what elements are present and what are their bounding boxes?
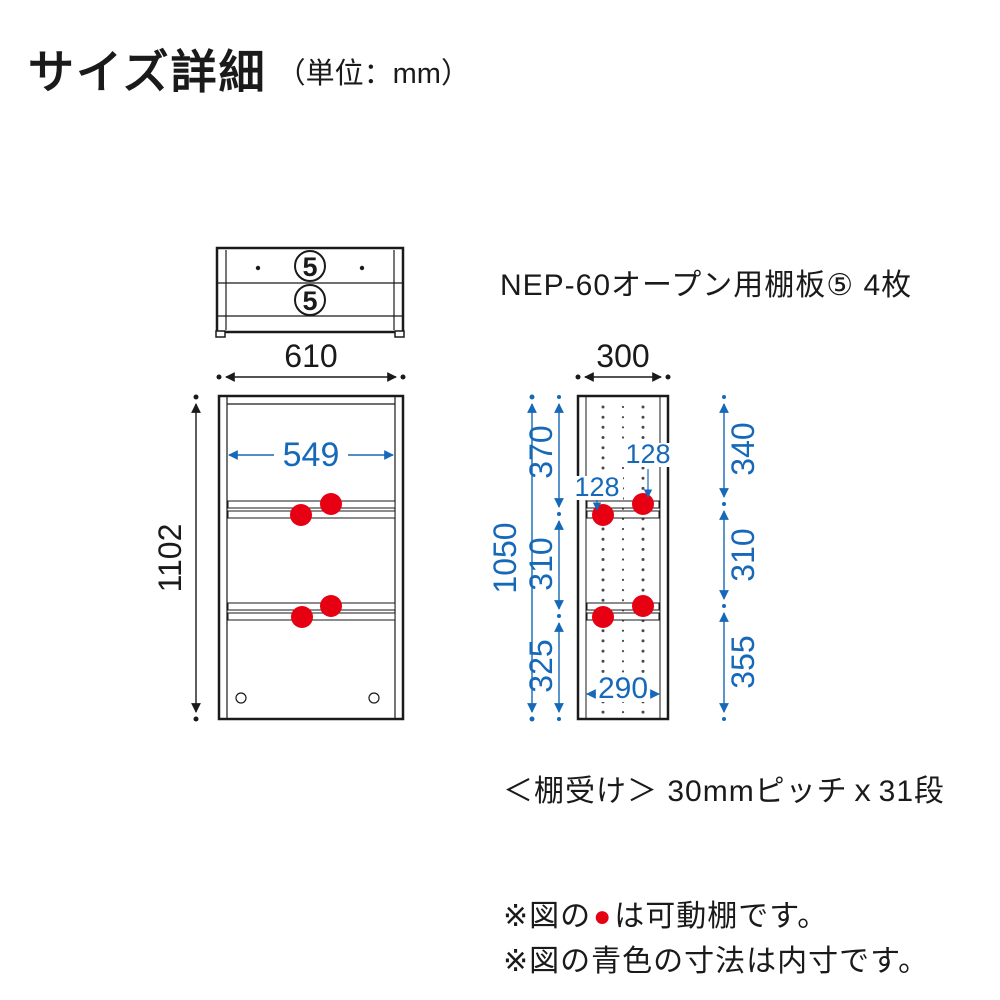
dim-end-dot bbox=[722, 604, 726, 608]
dim-outer-width-side: 300 bbox=[596, 338, 649, 374]
shelf-number-2: 5 bbox=[302, 286, 317, 316]
page-title-text: サイズ詳細 bbox=[28, 46, 267, 98]
dim-gap-left: 128 bbox=[574, 472, 619, 502]
dim-end-dot bbox=[557, 395, 561, 399]
label-underlay bbox=[571, 476, 623, 500]
note-movable-shelf: ※図の●は可動棚です。 bbox=[503, 891, 828, 935]
dim-end-dot bbox=[722, 717, 726, 721]
side-dimensions: 300 1050 370 310 325 340 310 355 bbox=[487, 338, 761, 722]
front-view-frame bbox=[217, 394, 405, 721]
dim-end-dot bbox=[529, 394, 535, 400]
note1-suffix: は可動棚です。 bbox=[614, 900, 829, 933]
movable-shelf-dot bbox=[632, 493, 654, 515]
movable-shelf-dot bbox=[592, 606, 614, 628]
movable-shelf-dot bbox=[632, 595, 654, 617]
front-view: 549 bbox=[217, 394, 405, 721]
label-underlay bbox=[622, 443, 674, 467]
movable-shelf-dot bbox=[290, 504, 312, 526]
movable-shelf-board bbox=[586, 602, 660, 611]
dim-end-dot bbox=[575, 374, 581, 380]
movable-shelf-dot bbox=[320, 493, 342, 515]
red-dot-glyph: ● bbox=[593, 900, 613, 933]
dim-end-dot bbox=[722, 502, 726, 506]
dim-end-dot bbox=[665, 374, 671, 380]
dim-left-bottom: 325 bbox=[523, 639, 559, 692]
dim-end-dot bbox=[557, 614, 561, 618]
dim-outer-height-front: 1102 bbox=[152, 524, 188, 593]
dim-left-top: 370 bbox=[523, 425, 559, 478]
adjuster-foot-circle bbox=[235, 692, 247, 704]
page-title: サイズ詳細 （単位：mm） bbox=[28, 36, 470, 102]
movable-shelf-dot bbox=[320, 595, 342, 617]
movable-shelf-dot bbox=[291, 606, 313, 628]
note-blue-dimensions: ※図の青色の寸法は内寸です。 bbox=[503, 945, 930, 978]
movable-shelf-board bbox=[586, 510, 660, 519]
dim-end-dot bbox=[557, 512, 561, 516]
dim-left-mid: 310 bbox=[523, 537, 559, 590]
dim-end-dot bbox=[193, 394, 199, 400]
movable-shelf-board bbox=[227, 500, 396, 509]
front-dimensions: 610 1102 bbox=[152, 338, 406, 722]
dim-end-dot bbox=[722, 395, 726, 399]
unit-label: （単位：mm） bbox=[276, 58, 470, 90]
pin-mark bbox=[359, 265, 365, 271]
dim-right-bottom: 355 bbox=[725, 635, 761, 688]
product-label: NEP-60オープン用棚板⑤ 4枚 bbox=[500, 269, 913, 302]
movable-shelf-board bbox=[586, 500, 660, 509]
movable-shelf-board bbox=[227, 602, 396, 611]
pin-mark bbox=[255, 265, 261, 271]
dim-outer-width-front: 610 bbox=[284, 338, 337, 374]
dim-end-dot bbox=[400, 374, 406, 380]
dim-right-top: 340 bbox=[725, 422, 761, 475]
dim-inner-height-side: 1050 bbox=[487, 522, 523, 593]
label-underlay bbox=[597, 678, 649, 702]
top-view: 5 5 bbox=[215, 246, 405, 338]
adjuster-foot-circle bbox=[368, 692, 380, 704]
dim-end-dot bbox=[193, 716, 199, 722]
top-view-left-foot bbox=[215, 330, 226, 338]
dim-right-mid: 310 bbox=[725, 528, 761, 581]
note1-prefix: ※図の bbox=[503, 900, 592, 933]
dim-end-dot bbox=[216, 374, 222, 380]
movable-shelf-board bbox=[586, 612, 660, 621]
shelf-number-badge bbox=[294, 284, 326, 316]
dim-gap-right: 128 bbox=[625, 439, 670, 469]
dim-end-dot bbox=[529, 716, 535, 722]
top-view-right-foot bbox=[394, 330, 405, 338]
dim-end-dot bbox=[557, 717, 561, 721]
dim-inner-width-front: 549 bbox=[283, 436, 340, 474]
dim-inner-depth: 290 bbox=[598, 672, 648, 705]
shelf-number-badge bbox=[294, 250, 326, 282]
movable-shelf-dot bbox=[592, 504, 614, 526]
shelf-support-note: ＜棚受け＞ 30mmピッチｘ31段 bbox=[503, 775, 946, 808]
shelf-number-1: 5 bbox=[302, 252, 317, 282]
